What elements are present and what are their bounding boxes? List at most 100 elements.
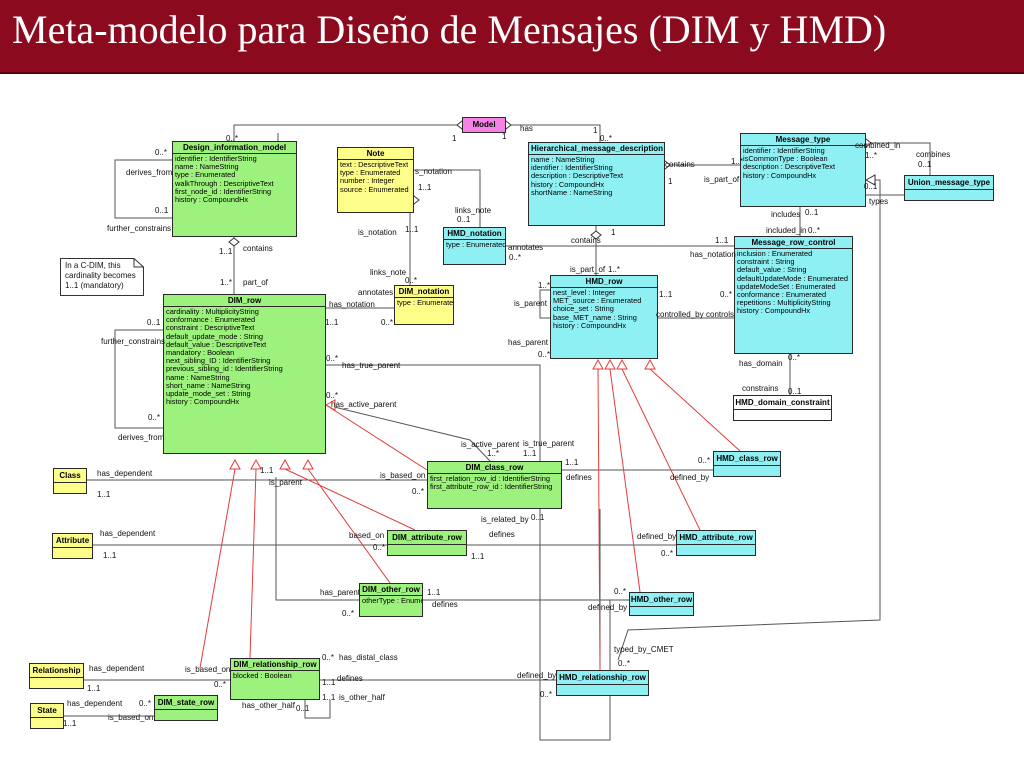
class-attribute-row: blocked : Boolean (233, 671, 292, 680)
class-attributes: blocked : Boolean (231, 671, 319, 682)
class-dim-notation[interactable]: DIM_notation type : Enumerated (394, 285, 454, 325)
class-dim-relationship-row[interactable]: DIM_relationship_row blocked : Boolean (230, 658, 320, 700)
association-line (199, 468, 236, 669)
class-dim-other-row[interactable]: DIM_other_row otherType : Enumerated (359, 583, 423, 617)
assoc-label: based_on (349, 531, 385, 540)
class-design-information-model[interactable]: Design_information_model identifier : Id… (172, 141, 297, 237)
mult-label: 1..1 (63, 719, 77, 728)
assoc-label: defines (489, 530, 515, 539)
assoc-label: has_distal_class (339, 653, 398, 662)
assoc-label: is_based_on (108, 713, 154, 722)
class-name: Note (338, 148, 413, 160)
generalization-arrow (279, 458, 291, 470)
class-model[interactable]: Model (462, 117, 506, 133)
assoc-label: defined_by (637, 532, 677, 541)
class-relationship[interactable]: Relationship (29, 663, 84, 689)
association-line (506, 124, 601, 142)
assoc-label: has_other_half (242, 701, 295, 710)
mult-label: 0..* (139, 699, 152, 708)
class-attribute-row: type : Enumerated (397, 298, 454, 307)
class-attribute[interactable]: Attribute (52, 533, 93, 559)
class-message-row-control[interactable]: Message_row_control inclusion : Enumerat… (734, 236, 853, 354)
class-name: DIM_attribute_row (388, 531, 466, 545)
mult-label: 1 (452, 134, 457, 143)
class-dim-class-row[interactable]: DIM_class_row first_relation_row_id : Id… (427, 461, 562, 509)
class-name: DIM_class_row (428, 462, 561, 474)
class-hmd-class-row[interactable]: HMD_class_row (713, 451, 781, 477)
class-attribute-row: default_update_mode : String (166, 331, 263, 341)
class-hmd-other-row[interactable]: HMD_other_row (629, 592, 694, 616)
assoc-label: constrains (742, 384, 779, 393)
class-name: DIM_row (164, 295, 325, 307)
class-dim-attribute-row[interactable]: DIM_attribute_row (387, 530, 467, 556)
aggregation-diamond (228, 237, 240, 247)
class-attribute-row: previous_sibling_id : IdentifierString (166, 364, 283, 374)
association-line (325, 404, 428, 471)
mult-label: 1 (668, 177, 673, 186)
class-hmd-relationship-row[interactable]: HMD_relationship_row (556, 670, 649, 696)
mult-label: 0..* (509, 253, 522, 262)
assoc-label: is_active_parent (461, 440, 520, 449)
class-hmd-domain-constraint[interactable]: HMD_domain_constraint (733, 395, 832, 421)
assoc-label: has_domain (739, 359, 783, 368)
assoc-label: is_part_of (704, 175, 740, 184)
class-attribute-row: source : Enumerated (340, 184, 409, 194)
mult-label: 0..* (808, 226, 821, 235)
class-dim-row[interactable]: DIM_row cardinality : MultiplicityString… (163, 294, 326, 454)
mult-label: 1..1 (322, 693, 336, 702)
class-hmd-notation[interactable]: HMD_notation type : Enumerated (443, 227, 506, 265)
comment-line-2: cardinality becomes (65, 271, 136, 280)
association-line (233, 124, 462, 141)
assoc-label: contains (243, 244, 273, 253)
mult-label: 0..* (538, 350, 551, 359)
mult-label: 1..1 (471, 552, 485, 561)
mult-label: 0..* (661, 549, 674, 558)
mult-label: 1..1 (103, 551, 117, 560)
assoc-label: is_parent (514, 299, 547, 308)
class-message-type[interactable]: Message_type identifier : IdentifierStri… (740, 133, 866, 207)
mult-label: 0..1 (788, 387, 802, 396)
mult-label: 1..1 (427, 588, 441, 597)
mult-label: 0..1 (918, 160, 932, 169)
class-attribute-row: type : Enumerated (446, 240, 506, 249)
class-name: DIM_state_row (155, 696, 217, 710)
class-hmd-attribute-row[interactable]: HMD_attribute_row (676, 530, 756, 556)
class-attribute-row: identifier : IdentifierString (531, 163, 613, 173)
class-name: HMD_relationship_row (557, 671, 648, 685)
association-line (326, 364, 541, 461)
assoc-label: typed_by_CMET (614, 645, 674, 654)
mult-label: 1..1 (322, 678, 336, 687)
generalization-arrow (616, 358, 628, 370)
generalization-arrow (592, 358, 604, 370)
class-attribute-row: cardinality : MultiplicityString (166, 307, 259, 316)
association-line (307, 468, 391, 584)
assoc-label: defined_by (670, 473, 710, 482)
class-state[interactable]: State (30, 703, 64, 729)
mult-label: 0..* (618, 659, 631, 668)
mult-label: 0..* (412, 487, 425, 496)
mult-label: 0..* (720, 290, 733, 299)
assoc-label: has_dependent (67, 699, 123, 708)
class-class[interactable]: Class (53, 468, 87, 494)
assoc-label: controlled_by (656, 310, 704, 319)
assoc-label: links_note (370, 268, 407, 277)
class-hierarchical-message-description[interactable]: Hierarchical_message_description name : … (528, 142, 665, 226)
class-attribute-row: repetitions : MultiplicityString (737, 298, 831, 308)
assoc-label: is_based_on (185, 665, 231, 674)
class-dim-state-row[interactable]: DIM_state_row (154, 695, 218, 721)
mult-label: 1..* (538, 281, 551, 290)
mult-label: 0..1 (531, 513, 545, 522)
bottom-strip (0, 742, 1024, 768)
class-attribute-row: history : CompoundHx (166, 397, 240, 407)
class-union-message-type[interactable]: Union_message_type (904, 175, 994, 201)
class-attribute-row: shortName : NameString (531, 187, 613, 197)
class-attribute-row: text : DescriptiveText (340, 160, 409, 169)
class-name: Design_information_model (173, 142, 296, 154)
mult-label: 0..* (326, 391, 339, 400)
class-name: Message_row_control (735, 237, 852, 249)
